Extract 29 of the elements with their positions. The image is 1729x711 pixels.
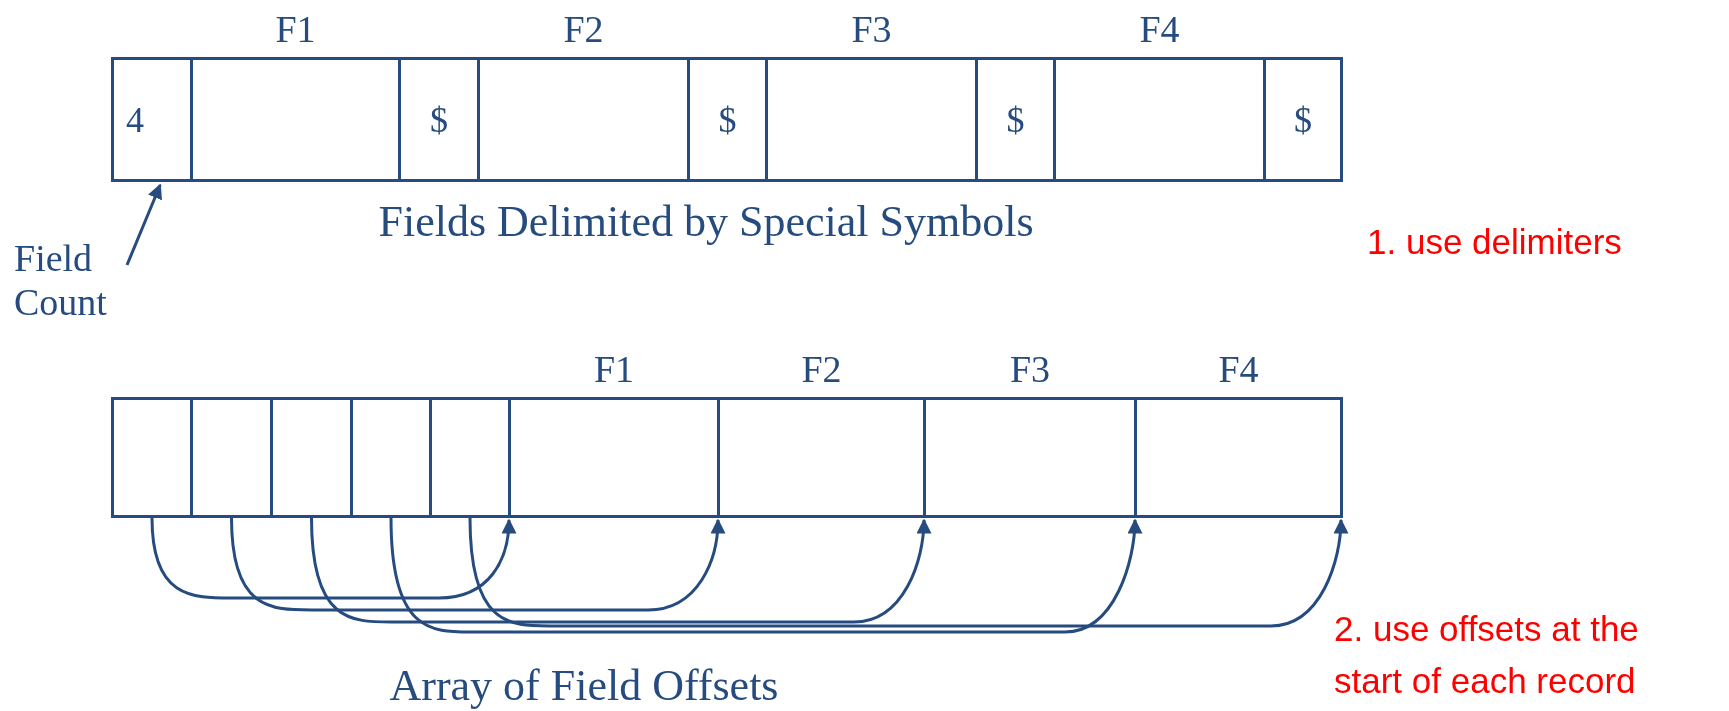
field-heading: F3 <box>850 7 893 51</box>
offset-arrow <box>310 517 931 624</box>
leader-line <box>125 183 162 266</box>
field-heading: F1 <box>274 7 317 51</box>
field-count-cell: 4 <box>111 57 193 182</box>
delimiter-cell: $ <box>1263 57 1343 182</box>
delimiter-cell: $ <box>398 57 480 182</box>
offset-cell <box>111 397 193 518</box>
field-heading: F2 <box>562 7 605 51</box>
delimiter-cell: $ <box>975 57 1056 182</box>
offset-cell <box>429 397 511 518</box>
offset-arrow <box>389 517 1142 634</box>
note-text: 1. use delimiters <box>1367 222 1622 262</box>
field-heading: F1 <box>592 347 636 391</box>
field-heading: F2 <box>800 347 843 391</box>
delimiter-cell: $ <box>687 57 768 182</box>
field-heading: F3 <box>1008 347 1052 391</box>
offset-arrow <box>150 517 516 600</box>
diagram-caption: Fields Delimited by Special Symbols <box>378 196 1034 247</box>
field-heading: F4 <box>1217 347 1260 391</box>
offset-cell <box>270 397 353 518</box>
note-text: 2. use offsets at the start of each record <box>1334 608 1640 702</box>
field-count-label: Field Count <box>14 236 124 324</box>
diagram-caption: Array of Field Offsets <box>389 660 779 711</box>
offset-arrow <box>468 517 1348 628</box>
offset-arrow <box>230 517 725 612</box>
offset-cell <box>190 397 273 518</box>
field-heading: F4 <box>1138 7 1181 51</box>
offset-cell <box>350 397 432 518</box>
